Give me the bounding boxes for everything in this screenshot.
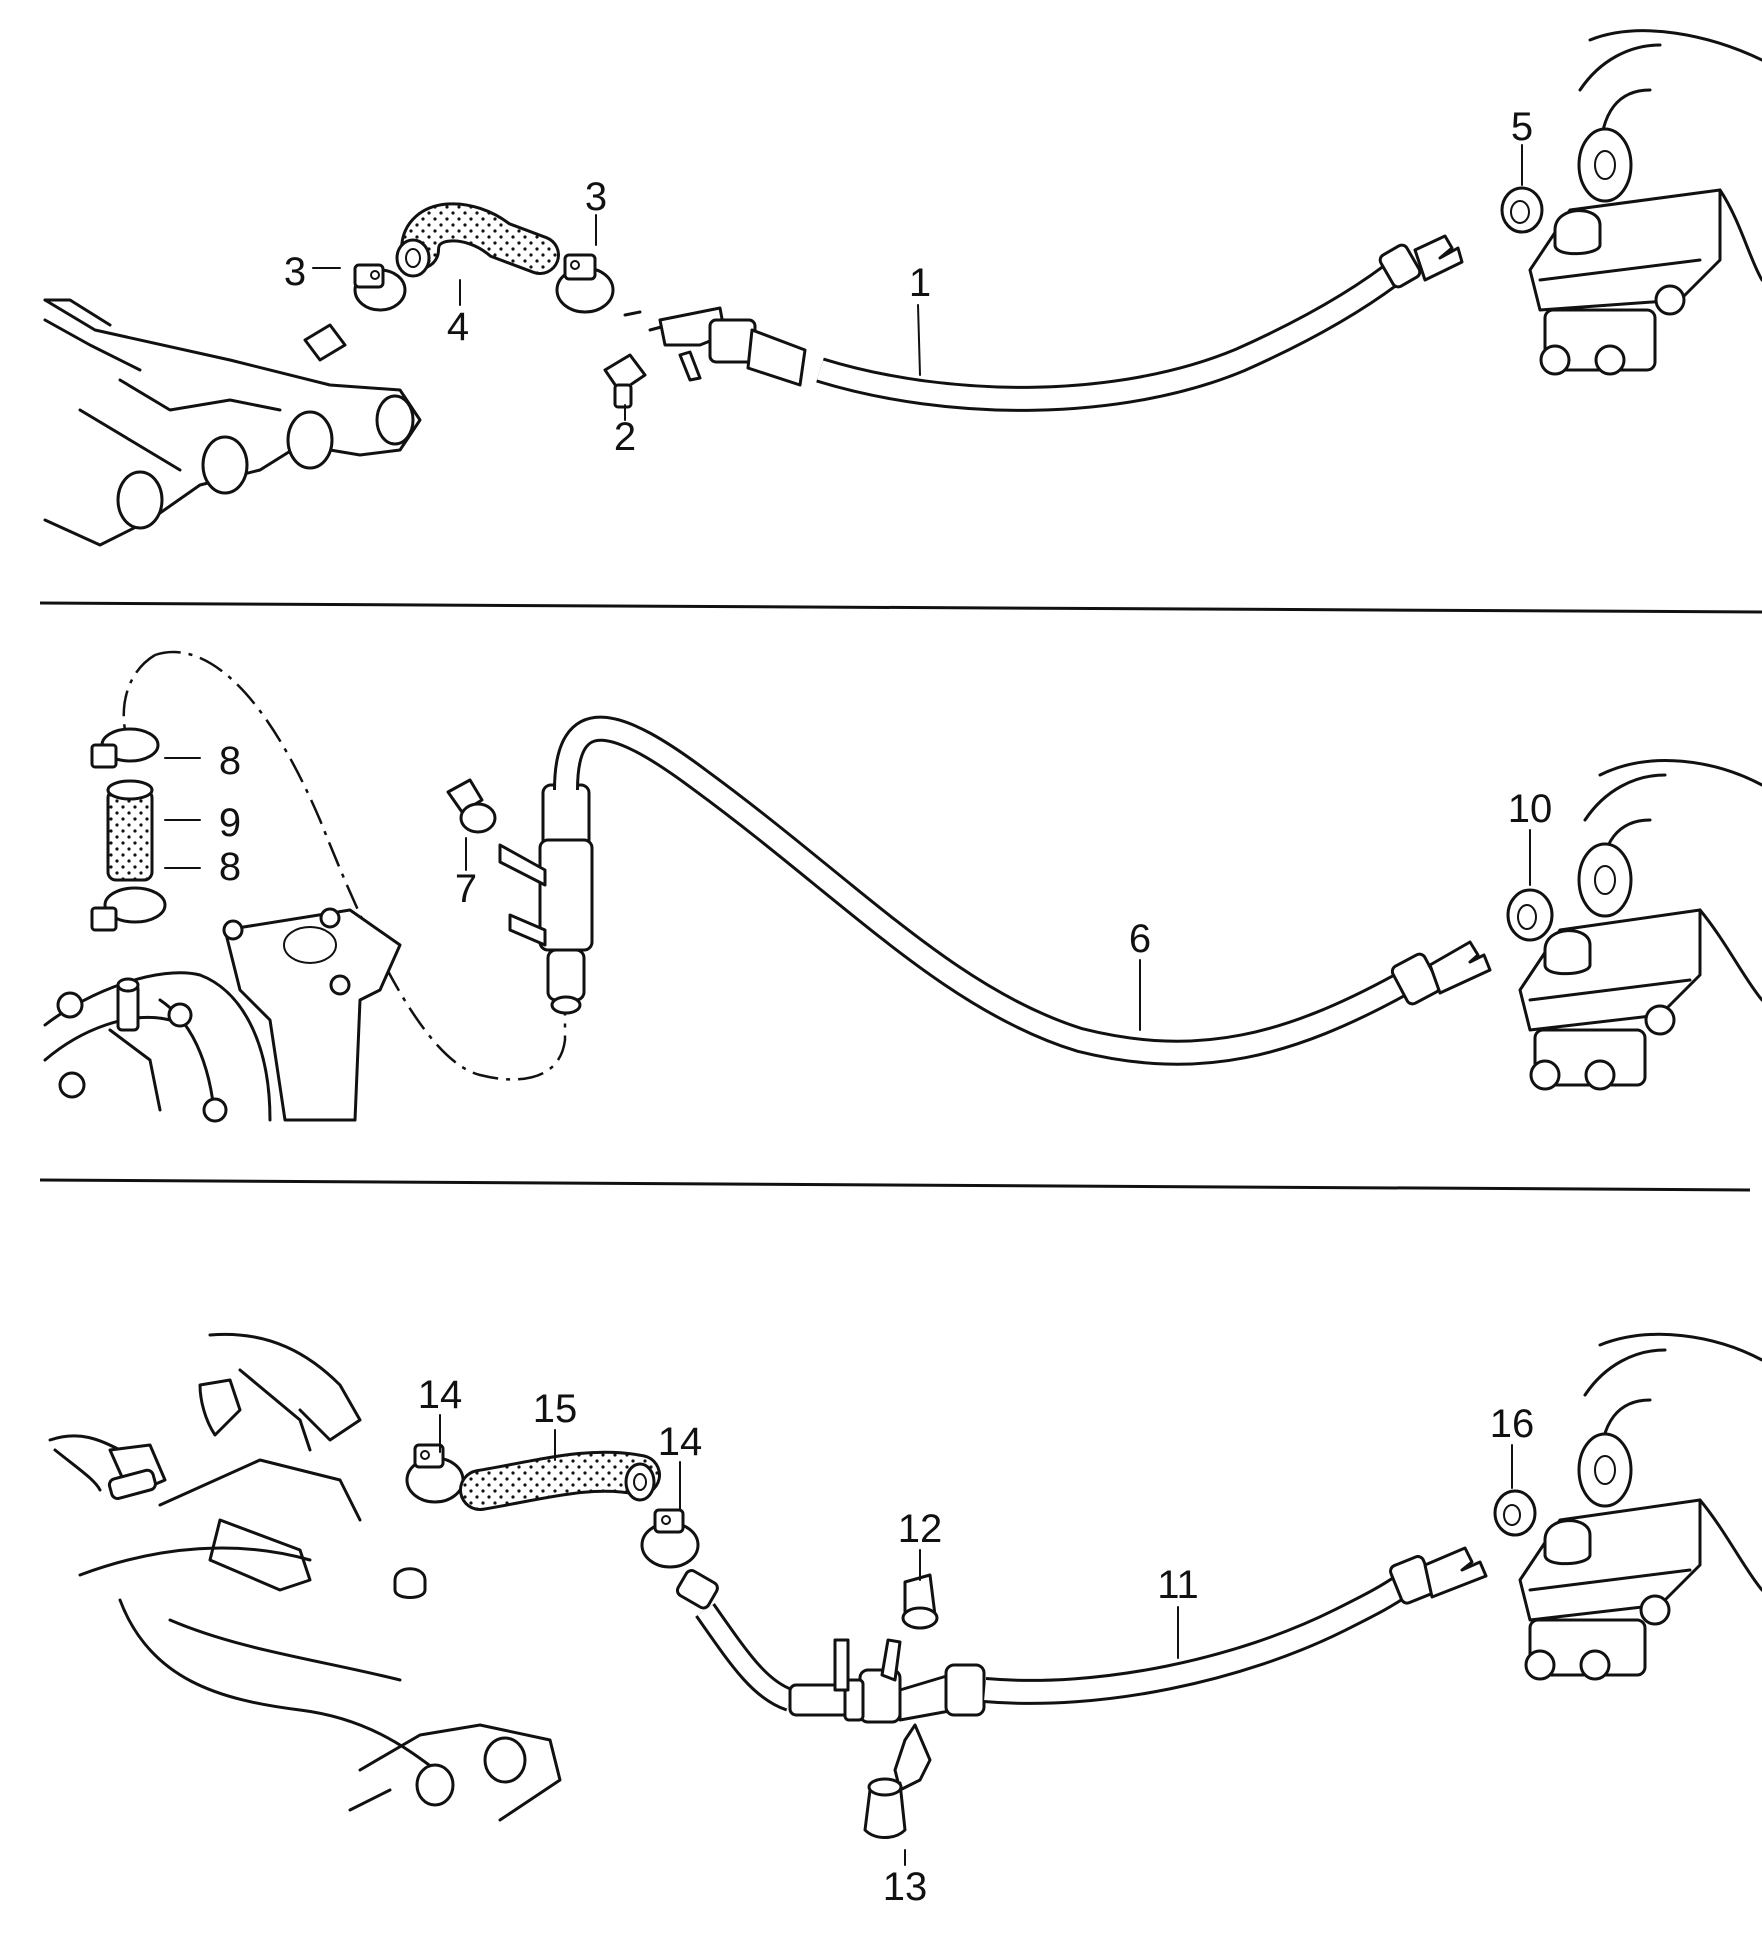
cap-7 — [446, 778, 497, 834]
engine-block-2 — [43, 907, 402, 1123]
t-fitting-11 — [788, 1638, 986, 1792]
hose-clamp-14a — [405, 1443, 465, 1504]
callout-9: 9 — [219, 801, 241, 845]
section-2-assembly — [43, 650, 1762, 1123]
t-fitting-6 — [498, 783, 594, 1015]
section-divider-2 — [39, 1178, 1751, 1192]
callout-12: 12 — [898, 1507, 943, 1551]
intake-manifold-1 — [43, 298, 422, 547]
callout-4: 4 — [447, 305, 469, 349]
callout-6: 6 — [1129, 917, 1151, 961]
section-1-assembly — [43, 29, 1762, 547]
callout-14b: 14 — [658, 1420, 703, 1464]
callout-10: 10 — [1508, 787, 1553, 831]
brake-booster-2 — [1518, 759, 1762, 1091]
grommet-5 — [1500, 186, 1544, 234]
section-divider-1 — [39, 601, 1762, 614]
vacuum-hose-11 — [983, 1546, 1488, 1705]
callout-numbers: 1 2 3 3 4 5 6 7 8 9 8 10 11 12 13 14 14 … — [219, 105, 1552, 1909]
callout-5: 5 — [1511, 105, 1533, 149]
callout-15: 15 — [533, 1387, 578, 1431]
hose-clamp-14b — [640, 1508, 700, 1569]
clamp-8a — [90, 727, 160, 769]
callout-16: 16 — [1490, 1402, 1535, 1446]
callout-2: 2 — [614, 415, 636, 459]
callout-11: 11 — [1157, 1563, 1199, 1607]
vacuum-hose-6 — [553, 715, 1492, 1066]
callout-3b: 3 — [585, 175, 607, 219]
hose-15 — [459, 1450, 661, 1511]
callout-13: 13 — [883, 1865, 928, 1909]
hose-clamp-3a — [353, 263, 407, 312]
connector-hose-11 — [675, 1569, 795, 1712]
section-3-assembly — [48, 1332, 1762, 1839]
vacuum-hose-1 — [816, 234, 1464, 412]
leader-lines — [164, 144, 1531, 1866]
callout-7: 7 — [455, 867, 477, 911]
cap-12 — [901, 1573, 939, 1630]
callout-3a: 3 — [284, 250, 306, 294]
hose-4 — [395, 202, 560, 278]
callout-8b: 8 — [219, 845, 241, 889]
cap-13 — [863, 1777, 907, 1839]
brake-booster-3 — [1518, 1332, 1762, 1681]
grommet-10 — [1506, 888, 1554, 942]
intake-manifold-3 — [48, 1332, 562, 1822]
callout-8a: 8 — [219, 739, 241, 783]
callout-14a: 14 — [418, 1373, 463, 1417]
cap-2 — [603, 353, 647, 409]
callout-1: 1 — [909, 261, 931, 305]
check-valve-1 — [623, 306, 807, 387]
hose-clamp-3b — [555, 253, 615, 314]
brake-booster-1 — [1528, 29, 1762, 376]
sleeve-9 — [106, 779, 154, 882]
clamp-8b — [90, 886, 167, 932]
grommet-16 — [1493, 1489, 1537, 1537]
